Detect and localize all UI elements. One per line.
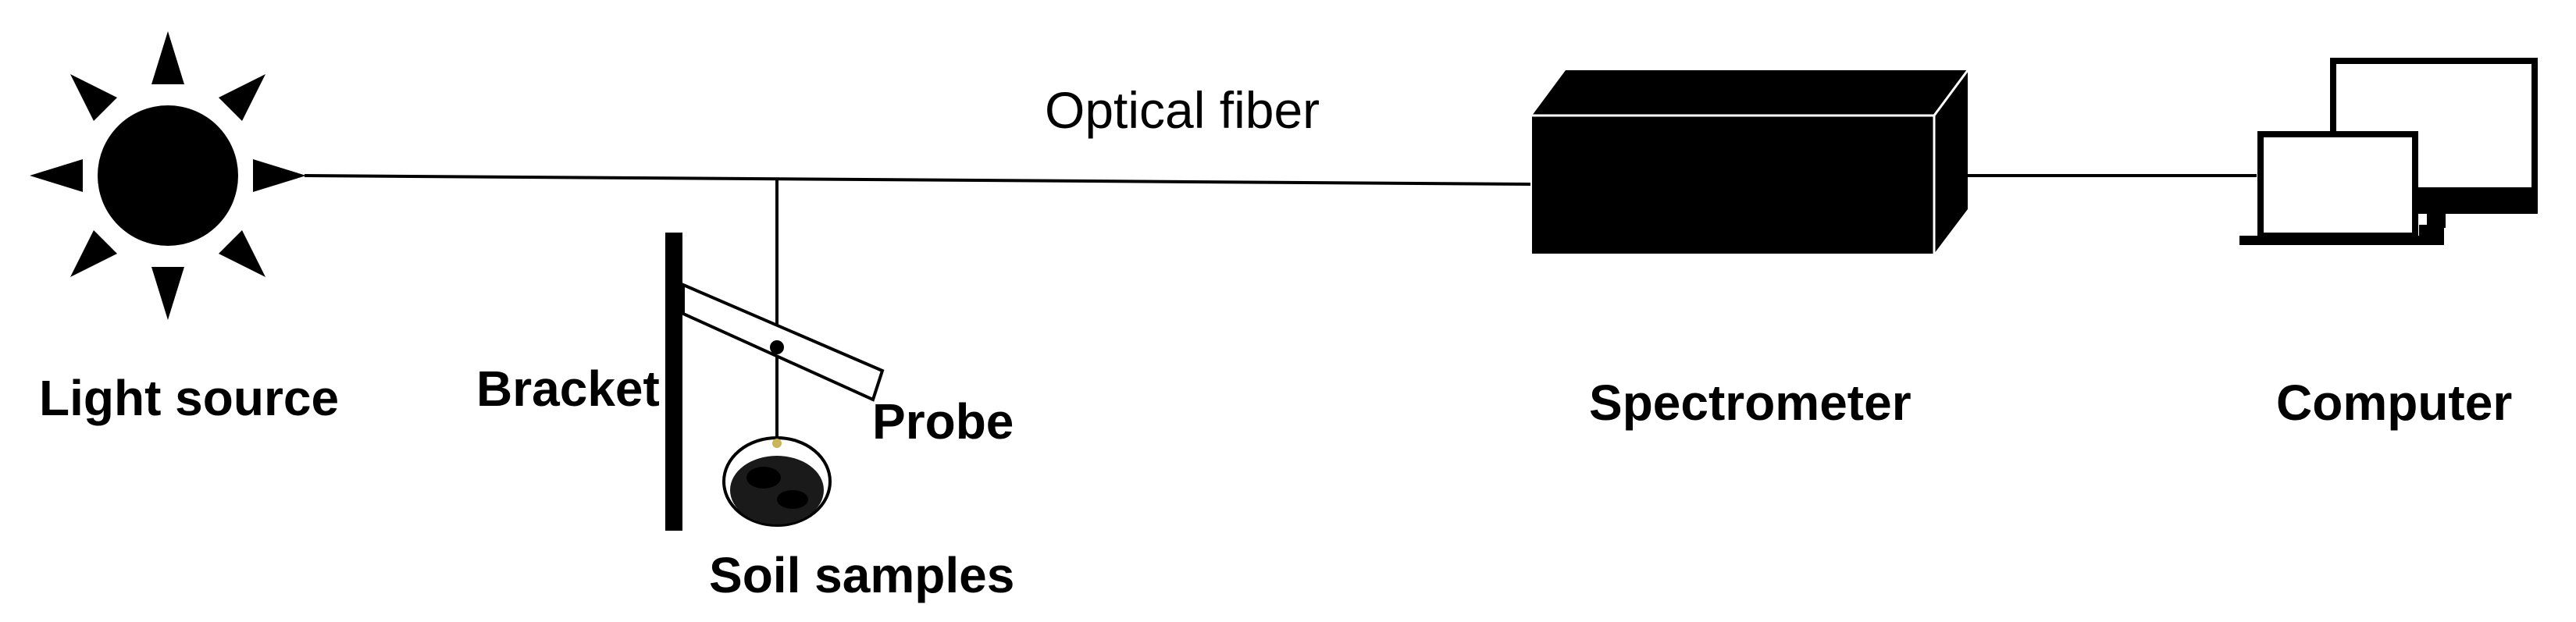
box-icon [1532, 69, 1969, 254]
soil-sample-dish [722, 436, 832, 527]
probe-arm [682, 282, 885, 402]
soil-samples-label: Soil samples [709, 547, 1015, 603]
optical-fiber-line [304, 174, 1531, 186]
computer-label: Computer [2276, 375, 2513, 431]
optical-fiber-label: Optical fiber [1045, 81, 1320, 139]
spectrometer-label: Spectrometer [1589, 375, 1912, 431]
probe-label: Probe [872, 393, 1014, 450]
bracket-post [665, 233, 682, 531]
sun-icon [30, 31, 306, 320]
bracket-label: Bracket [476, 361, 660, 417]
light-source-label: Light source [39, 370, 340, 426]
computer-monitor-laptop-icon [2239, 58, 2538, 245]
probe-node [770, 340, 784, 354]
